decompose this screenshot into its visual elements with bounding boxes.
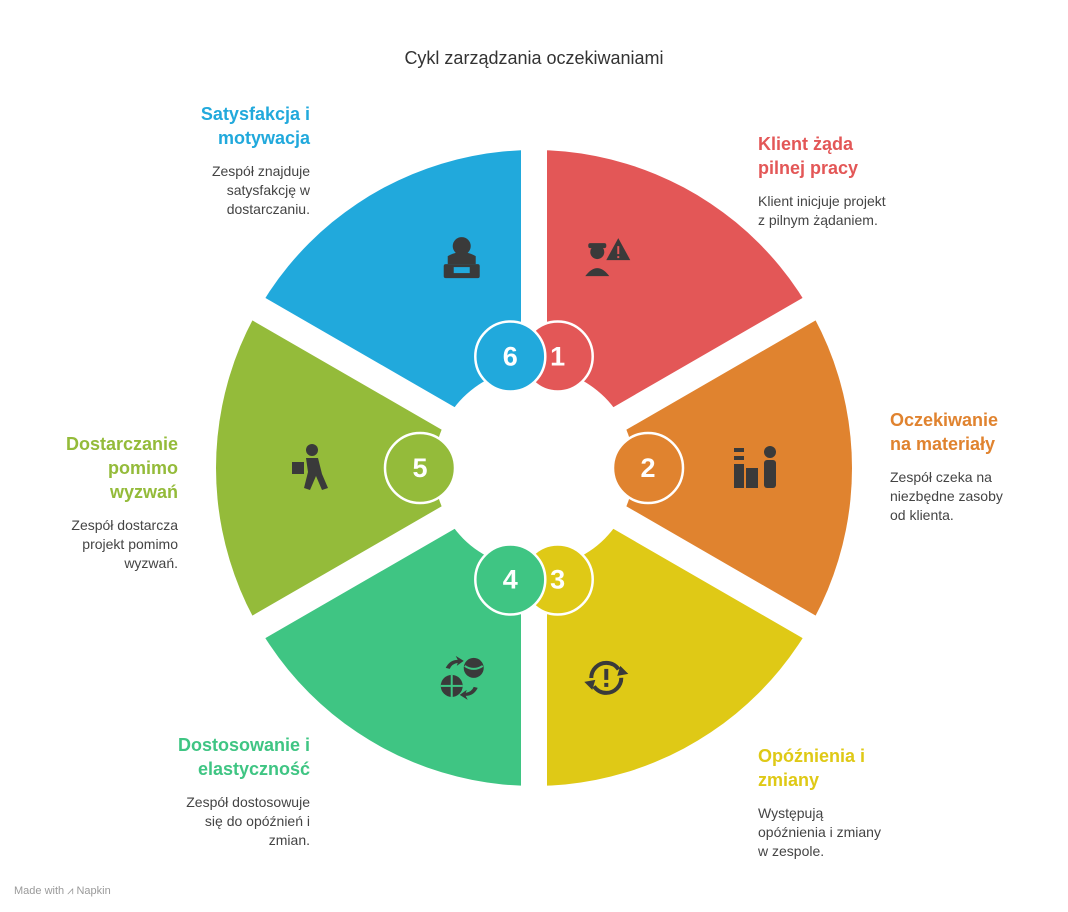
person-laptop-icon xyxy=(443,237,480,279)
step-number-5: 5 xyxy=(412,453,427,483)
step-heading-1: Klient żąda pilnej pracy xyxy=(758,134,859,178)
step-badge-5 xyxy=(383,431,457,505)
step-heading-2: Oczekiwanie na materiały xyxy=(890,410,999,454)
step-description-2: Zespół czeka na niezbędne zasoby od klie… xyxy=(890,469,1003,523)
napkin-brand: Napkin xyxy=(76,885,111,897)
center-hub xyxy=(434,368,634,568)
step-heading-3: Opóźnienia i zmiany xyxy=(758,746,866,790)
step-number-3: 3 xyxy=(550,565,565,595)
step-number-4: 4 xyxy=(503,565,518,595)
step-heading-4: Dostosowanie i elastyczność xyxy=(177,735,310,779)
step-description-5: Zespół dostarcza projekt pomimo wyzwań. xyxy=(71,517,178,571)
made-with-text: Made with xyxy=(14,885,65,897)
step-label-3: Opóźnienia i zmiany Występują opóźnienia… xyxy=(758,744,948,861)
step-badge-2 xyxy=(611,431,685,505)
step-number-2: 2 xyxy=(640,453,655,483)
person-at-desk-icon xyxy=(734,446,776,488)
page-title: Cykl zarządzania oczekiwaniami xyxy=(404,48,664,68)
step-badge-4 xyxy=(474,543,547,616)
step-badge-6 xyxy=(474,320,547,393)
refresh-alert-icon xyxy=(584,660,629,695)
step-heading-5: Dostarczanie pomimo wyzwań xyxy=(65,434,178,502)
step-label-1: Klient żąda pilnej pracy Klient inicjuje… xyxy=(758,132,948,230)
step-description-3: Występują opóźnienia i zmiany w zespole. xyxy=(758,805,881,859)
step-heading-6: Satysfakcja i motywacja xyxy=(200,104,310,148)
step-label-4: Dostosowanie i elastyczność Zespół dosto… xyxy=(120,733,310,850)
delivery-person-icon xyxy=(292,444,328,490)
step-number-1: 1 xyxy=(550,341,565,371)
step-number-6: 6 xyxy=(503,341,518,371)
step-description-6: Zespół znajduje satysfakcję w dostarczan… xyxy=(211,163,310,217)
step-description-4: Zespół dostosowuje się do opóźnień i zmi… xyxy=(186,794,310,848)
step-label-6: Satysfakcja i motywacja Zespół znajduje … xyxy=(120,102,310,219)
swap-globes-icon xyxy=(440,655,484,700)
made-with-footer: Made with ⩘ Napkin xyxy=(14,885,111,898)
step-description-1: Klient inicjuje projekt z pilnym żądanie… xyxy=(758,193,886,228)
worker-warning-icon xyxy=(585,238,631,277)
step-label-5: Dostarczanie pomimo wyzwań Zespół dostar… xyxy=(0,432,178,573)
step-label-2: Oczekiwanie na materiały Zespół czeka na… xyxy=(890,408,1068,525)
segment-5 xyxy=(216,269,528,667)
segment-2 xyxy=(540,269,852,667)
napkin-logo-icon: ⩘ xyxy=(67,885,74,897)
